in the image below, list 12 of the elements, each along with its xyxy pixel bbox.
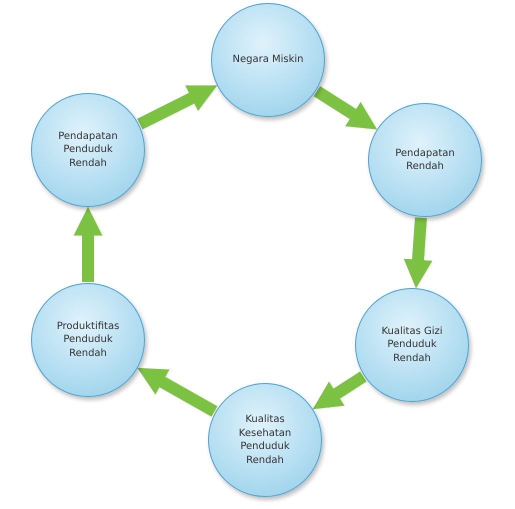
arrow (314, 86, 378, 130)
node-label: Negara Miskin (231, 53, 305, 67)
node-label: Kualitas Gizi Penduduk Rendah (380, 324, 444, 366)
arrow (137, 85, 218, 130)
node-label: Pendapatan Penduduk Rendah (57, 130, 119, 170)
node-label: Produktifitas Penduduk Rendah (56, 320, 120, 360)
arrow (404, 217, 432, 288)
arrow (74, 206, 102, 282)
arrow (312, 371, 367, 410)
node-label: Pendapatan Rendah (394, 146, 456, 174)
node-label: Kualitas Kesehatan Penduduk Rendah (238, 413, 292, 467)
arrow (137, 368, 218, 417)
